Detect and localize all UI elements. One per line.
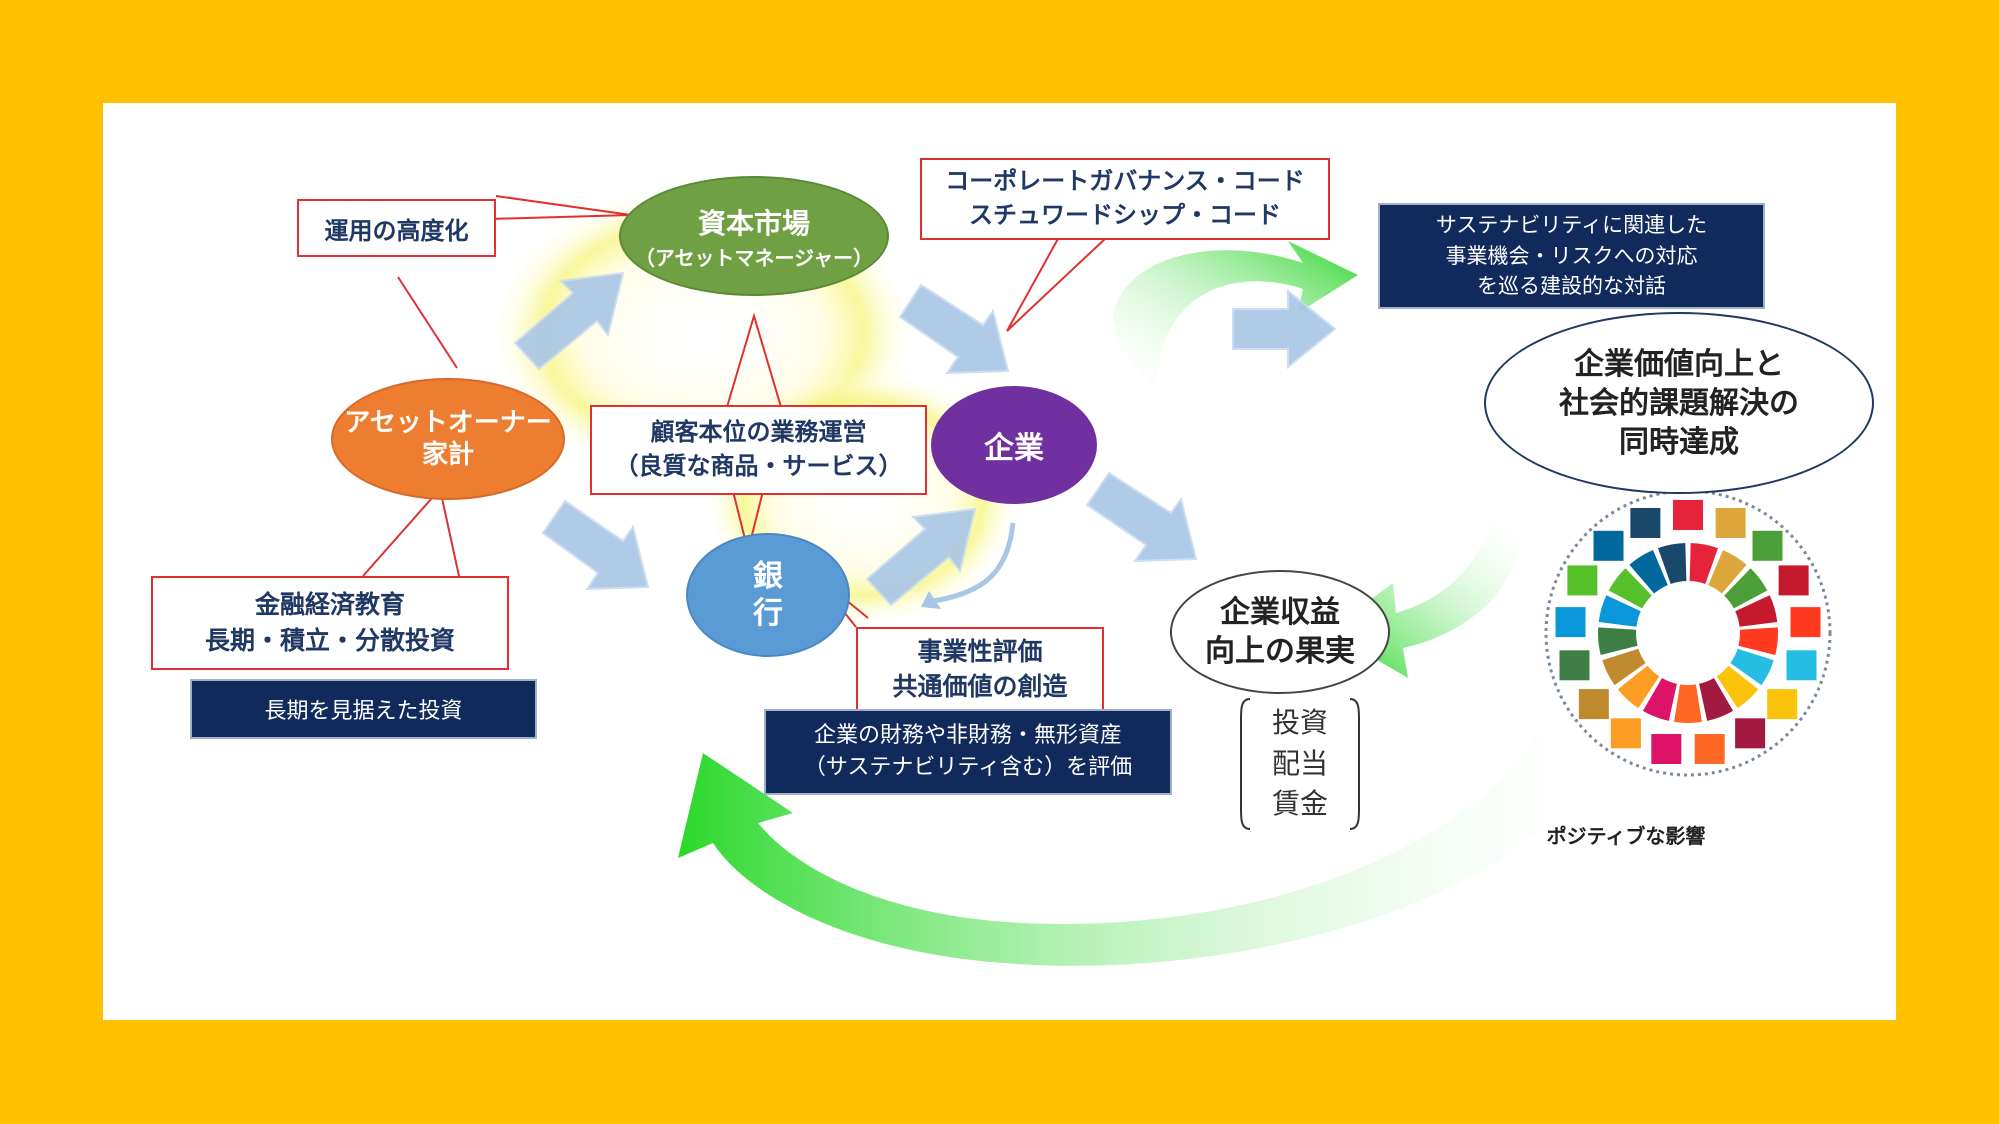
- goal-ellipse: 企業価値向上と 社会的課題解決の 同時達成: [1484, 312, 1874, 494]
- bracket-text: 投資 配当 賃金: [1271, 706, 1328, 821]
- green-arrow-top: [1113, 241, 1358, 393]
- sdg-wheel-segment: [1708, 550, 1747, 594]
- profit-ellipse: 企業収益 向上の果実: [1170, 570, 1390, 694]
- sdg-tile: [1790, 607, 1821, 638]
- blue-arrow-market-company: [898, 283, 1010, 375]
- node-asset-owner[interactable]: アセットオーナー 家計: [331, 378, 565, 500]
- sdg-tile: [1767, 689, 1798, 720]
- sdg-wheel-segment: [1602, 648, 1646, 686]
- diagram-panel: 資本市場 （アセットマネージャー） アセットオーナー 家計 企業 銀 行 運用の…: [103, 103, 1896, 1020]
- sdg-tile: [1578, 689, 1609, 720]
- sdgs-center: [1642, 587, 1734, 679]
- sdg-wheel-segment: [1658, 543, 1687, 584]
- node-capital-market-subtitle: （アセットマネージャー）: [634, 245, 874, 270]
- bracket-right: [1349, 698, 1360, 830]
- sdg-tile: [1673, 500, 1703, 530]
- node-company[interactable]: 企業: [931, 386, 1097, 504]
- blue-arrow-bank-company: [865, 507, 977, 607]
- blue-arrow-company-profit: [1085, 471, 1198, 563]
- label-evaluation: 事業性評価 共通価値の創造: [856, 627, 1104, 711]
- sdg-tile: [1567, 565, 1598, 596]
- sdgs-caption: ポジティブな影響: [1546, 823, 1706, 848]
- label-assess: 企業の財務や非財務・無形資産 （サステナビリティ含む）を評価: [764, 709, 1172, 795]
- blue-arrow-dialogue: [1232, 288, 1337, 370]
- sdg-wheel-segment: [1735, 595, 1778, 627]
- sdg-wheel-segment: [1699, 678, 1734, 721]
- sdg-tile: [1786, 650, 1817, 681]
- callout-governance: [1006, 236, 1108, 332]
- sdg-tile: [1694, 733, 1725, 764]
- blue-arrow-owner-market: [513, 271, 625, 371]
- sdg-tile: [1559, 650, 1590, 681]
- node-capital-market[interactable]: 資本市場 （アセットマネージャー）: [619, 176, 889, 296]
- label-long-term: 長期を見据えた投資: [190, 679, 537, 739]
- callout-education: [362, 486, 460, 577]
- label-customer: 顧客本位の業務運営 （良質な商品・サービス）: [590, 405, 927, 495]
- sdg-wheel-segment: [1642, 678, 1677, 721]
- sdg-wheel-segment: [1738, 627, 1778, 655]
- sdg-wheel-segment: [1598, 627, 1638, 655]
- sdg-tile: [1778, 565, 1809, 596]
- sdg-tile: [1555, 607, 1586, 638]
- sdg-wheel-segment: [1716, 665, 1759, 709]
- sdg-wheel-segment: [1689, 543, 1718, 584]
- sdg-tile: [1752, 530, 1783, 561]
- label-education: 金融経済教育 長期・積立・分散投資: [151, 576, 509, 670]
- sdg-wheel-segment: [1598, 595, 1641, 627]
- sdg-tile: [1715, 507, 1746, 538]
- thin-arrow-company-bank: [932, 522, 1016, 604]
- callout-customer-up: [726, 312, 782, 408]
- sdg-tile: [1735, 718, 1766, 749]
- sdg-wheel-segment: [1724, 568, 1768, 609]
- sdgs-wheel: [1544, 489, 1832, 777]
- label-operation: 運用の高度化: [297, 199, 496, 257]
- sdg-tile: [1651, 733, 1682, 764]
- thin-arrow-head: [921, 591, 941, 609]
- callout-operation-left: [397, 276, 458, 369]
- sdg-tile: [1593, 530, 1624, 561]
- sdg-wheel-segment: [1617, 665, 1660, 709]
- sdg-wheel-segment: [1608, 568, 1652, 609]
- sdg-tile: [1630, 507, 1661, 538]
- sdg-tile: [1610, 718, 1641, 749]
- green-arrow-bottom: [678, 723, 1603, 966]
- blue-arrow-owner-bank: [541, 499, 650, 591]
- label-dialogue: サステナビリティに関連した 事業機会・リスクへの対応 を巡る建設的な対話: [1378, 203, 1765, 309]
- sdg-wheel-segment: [1674, 684, 1702, 723]
- label-governance: コーポレートガバナンス・コード スチュワードシップ・コード: [920, 158, 1330, 240]
- node-bank[interactable]: 銀 行: [686, 533, 850, 657]
- node-capital-market-title: 資本市場: [697, 206, 810, 240]
- sdg-wheel-segment: [1730, 648, 1774, 686]
- sdg-wheel-segment: [1629, 550, 1668, 594]
- bracket-left: [1240, 698, 1251, 830]
